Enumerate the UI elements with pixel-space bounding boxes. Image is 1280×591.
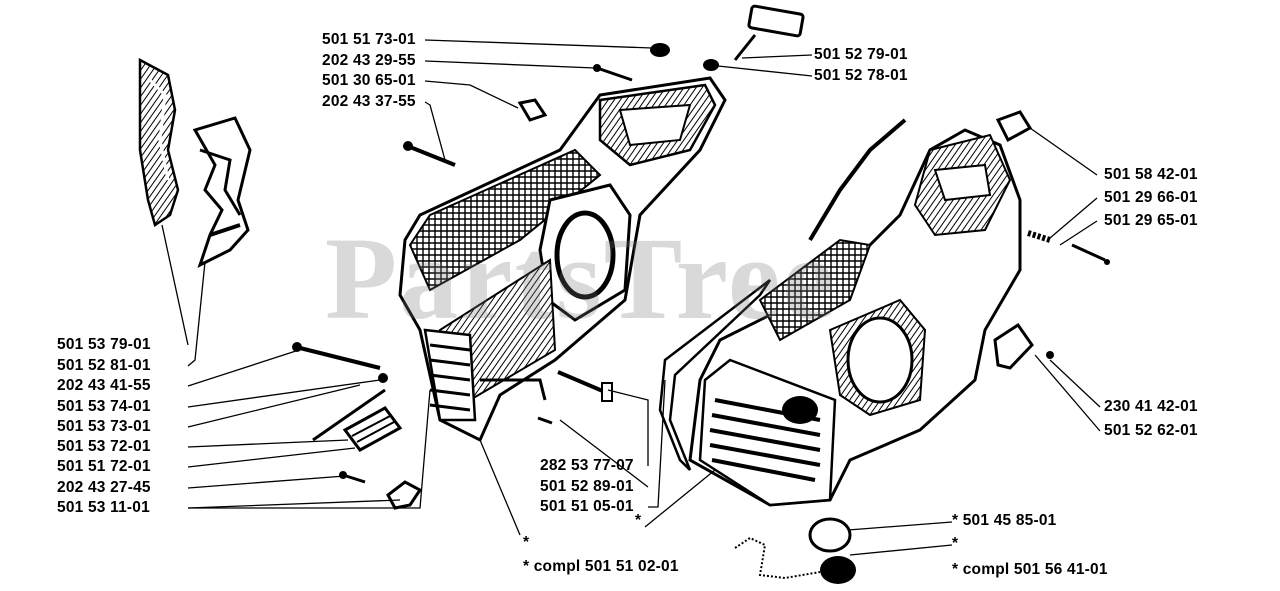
plate-part-501-53-11-01 — [386, 480, 423, 510]
nut-part — [650, 43, 670, 57]
label-501-51-72-01: 501 51 72-01 — [57, 458, 151, 475]
label-501-53-79-01: 501 53 79-01 — [57, 336, 151, 353]
bracket-part-501-52-62-01 — [993, 322, 1034, 370]
label-501-53-73-01: 501 53 73-01 — [57, 418, 151, 435]
bolt-part-202-43-37-55 — [403, 141, 456, 167]
label-501-51-05-01: 501 51 05-01 — [540, 498, 634, 515]
bolt-part-282-53-77-07 — [557, 370, 613, 402]
screw-part-202-43-29-55 — [593, 64, 633, 82]
label-202-43-29-55: 202 43 29-55 — [322, 52, 416, 69]
throttle-rod — [808, 118, 907, 242]
label-501-30-65-01: 501 30 65-01 — [322, 72, 416, 89]
label-501-29-66-01: 501 29 66-01 — [1104, 189, 1198, 206]
label-501-45-85-01: * 501 45 85-01 — [952, 512, 1057, 529]
right-crankcase-housing — [688, 128, 1022, 507]
screw-part-501-29-65-01 — [1071, 243, 1110, 265]
label-compl-501-51-02-01: * compl 501 51 02-01 — [523, 558, 679, 575]
label-202-43-27-45: 202 43 27-45 — [57, 479, 151, 496]
washer-part-501-53-74-01 — [378, 373, 388, 383]
bolt-part-202-43-41-55 — [292, 342, 381, 370]
label-star-3: * — [952, 535, 959, 552]
label-501-52-78-01: 501 52 78-01 — [814, 67, 908, 84]
label-501-52-89-01: 501 52 89-01 — [540, 478, 634, 495]
label-501-53-74-01: 501 53 74-01 — [57, 398, 151, 415]
label-star-1: * — [635, 512, 642, 529]
label-501-52-81-01: 501 52 81-01 — [57, 357, 151, 374]
label-501-53-11-01: 501 53 11-01 — [57, 499, 150, 516]
cover-part-501-52-81-01 — [192, 116, 252, 268]
grommet-part — [703, 59, 719, 71]
label-230-41-42-01: 230 41 42-01 — [1104, 398, 1198, 415]
label-501-51-73-01: 501 51 73-01 — [322, 31, 416, 48]
rod-part-501-53-73-01 — [312, 388, 386, 442]
gasket-strip — [658, 279, 772, 471]
left-crankcase-housing — [398, 76, 727, 443]
label-501-58-42-01: 501 58 42-01 — [1104, 166, 1198, 183]
label-282-53-77-07: 282 53 77-07 — [540, 457, 634, 474]
label-501-52-62-01: 501 52 62-01 — [1104, 422, 1198, 439]
cap-assembly — [734, 517, 856, 584]
cover-part-501-53-79-01 — [138, 57, 180, 227]
switch-part-501-52-79-01 — [733, 4, 805, 61]
pin-part-501-52-89-01 — [537, 416, 553, 425]
screw-part-230-41-42-01 — [1046, 351, 1054, 359]
filter-part-501-53-72-01 — [342, 406, 403, 452]
clip-part-501-58-42-01 — [995, 110, 1033, 143]
label-compl-501-56-41-01: * compl 501 56 41-01 — [952, 561, 1108, 578]
spring-part-501-29-66-01 — [1027, 230, 1051, 243]
label-501-52-79-01: 501 52 79-01 — [814, 46, 908, 63]
bushing-part-501-30-65-01 — [517, 98, 548, 122]
leader-lines — [161, 39, 1101, 556]
label-501-53-72-01: 501 53 72-01 — [57, 438, 151, 455]
label-202-43-41-55: 202 43 41-55 — [57, 377, 151, 394]
label-501-29-65-01: 501 29 65-01 — [1104, 212, 1198, 229]
label-202-43-37-55: 202 43 37-55 — [322, 93, 416, 110]
label-star-2: * — [523, 534, 530, 551]
screw-part-202-43-27-45 — [339, 471, 366, 484]
